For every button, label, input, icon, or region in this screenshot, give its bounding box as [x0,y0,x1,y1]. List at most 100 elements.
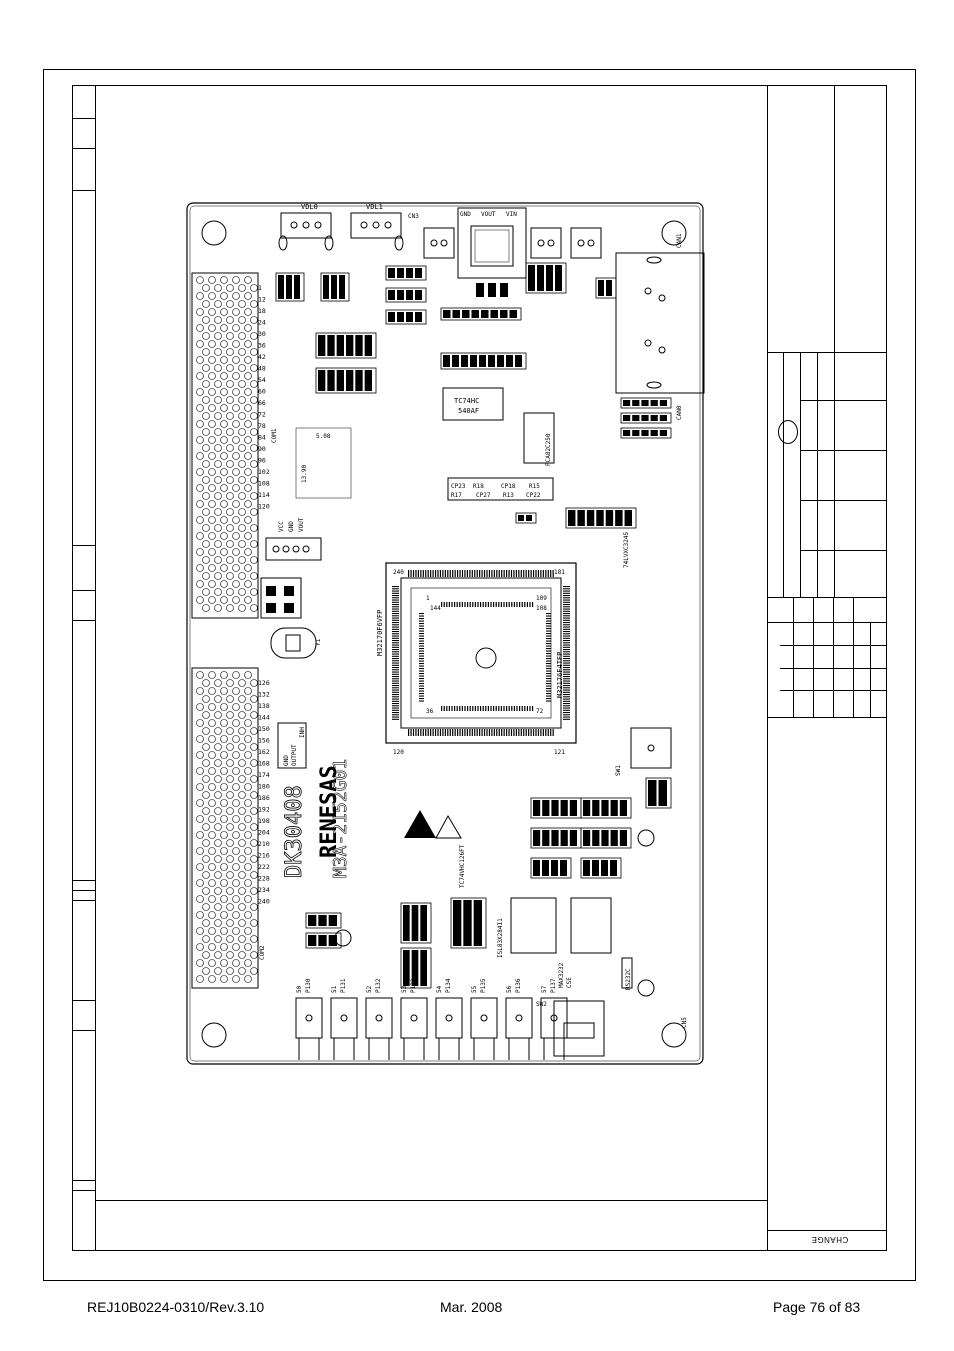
footer-doc-id: REJ10B0224-0310/Rev.3.10 [87,1299,265,1315]
port-header [400,997,428,1039]
pin-pad [226,476,234,484]
pin-pad [226,855,234,863]
pin-number: 210 [258,840,270,848]
pin-pad [214,460,222,468]
pin-pad [250,364,258,372]
pin-pad [226,524,234,532]
pin-pad [238,855,246,863]
pin-number: 90 [258,445,266,453]
u8-part: ISL83X284I1 [497,918,504,958]
pin-pad [226,887,234,895]
part-label: M3A-2152G01 [330,759,351,878]
pin-pad [238,380,246,388]
pin-pad [214,316,222,324]
pin-pad [208,564,216,572]
pin-pad [196,687,204,695]
pin-pad [244,719,252,727]
pin-pad [196,815,204,823]
pin-pad [226,396,234,404]
cp18-label: CP18 [501,483,516,490]
component-block [275,272,305,302]
pin-pad [238,967,246,975]
cp27-label: CP27 [476,492,491,499]
com2-pin-grid [196,671,258,983]
qfp-pin-109: 109 [536,595,547,602]
pin-pad [250,791,258,799]
pin-pad [238,396,246,404]
pin-pad [244,468,252,476]
pin-pad [250,524,258,532]
mount-hole-icon [201,220,227,246]
pin-pad [238,412,246,420]
pin-pad [208,516,216,524]
pin-pad [202,508,210,516]
pin-pad [196,751,204,759]
pin-pad [208,292,216,300]
pin-pad [244,356,252,364]
pin-pad [250,855,258,863]
pin-pad [238,492,246,500]
pin-pad [238,743,246,751]
pin-pad [214,364,222,372]
pin-pad [226,412,234,420]
pin-pad [226,727,234,735]
pin-pad [208,943,216,951]
qfp-pin-181: 181 [554,569,565,576]
title-block-col [834,352,835,597]
pin-number: 114 [258,491,270,499]
pin-pad [214,412,222,420]
pin-pad [232,863,240,871]
pin-pad [196,404,204,412]
pin-pad [250,604,258,612]
pin-pad [208,847,216,855]
pin-pad [214,727,222,735]
cp23-label: CP23 [451,483,466,490]
component-block [595,277,617,299]
qfp-pin-144: 144 [430,605,441,612]
pin-pad [238,316,246,324]
pin-pad [214,476,222,484]
u9-part-line2: CSE [566,977,573,988]
pin-pad [196,532,204,540]
component-block [385,309,427,325]
port-header [505,997,533,1039]
pin-pad [214,348,222,356]
pin-pad [208,532,216,540]
pin-pad [202,380,210,388]
pin-pad [238,759,246,767]
pin-pad [244,548,252,556]
pin-pad [220,340,228,348]
can1-label: CAN1 [676,233,683,248]
sw2-label: SW2 [536,1001,547,1008]
title-block-row [780,690,887,691]
pin-number: 54 [258,376,266,384]
pin-pad [226,428,234,436]
pin-number: 24 [258,319,266,327]
pin-pad [232,911,240,919]
r17-label: R17 [451,492,462,499]
pin-number: 234 [258,886,270,894]
pin-pad [208,500,216,508]
pin-pad [202,348,210,356]
pin-pad [238,823,246,831]
pin-pad [202,839,210,847]
pin-pad [244,911,252,919]
port-number: 56 [506,985,513,993]
pin-pad [202,919,210,927]
pin-pad [250,743,258,751]
pin-pad [202,695,210,703]
pin-pad [220,420,228,428]
pin-pad [214,492,222,500]
r15-label: R15 [529,483,540,490]
pin-pad [244,404,252,412]
u1-part: M32170F6VFP [376,610,384,656]
pin-pad [220,879,228,887]
pin-number: 42 [258,353,266,361]
pin-pad [244,452,252,460]
pin-number: 48 [258,365,266,373]
port-label: P130 [305,978,312,993]
pin-pad [238,775,246,783]
pin-pad [244,516,252,524]
pin-pad [196,500,204,508]
component-block [400,947,432,989]
